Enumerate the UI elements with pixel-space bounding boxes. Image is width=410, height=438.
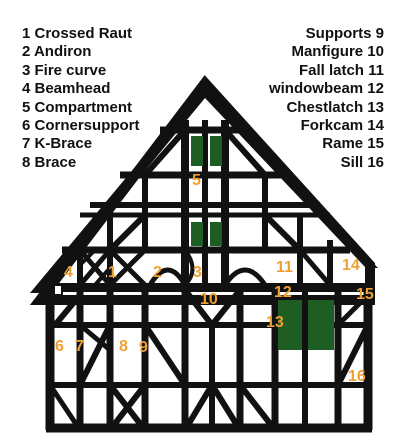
legend-item: 8 Brace — [22, 153, 77, 171]
marker-11: 11 — [276, 259, 293, 276]
legend-item: Manfigure 10 — [291, 43, 384, 61]
marker-12: 12 — [274, 284, 292, 301]
ground-floor-windows — [278, 300, 334, 350]
marker-5: 5 — [192, 172, 201, 189]
legend-item: Forkcam 14 — [300, 117, 384, 135]
beamhead — [53, 284, 63, 296]
legend-item: Sill 16 — [340, 153, 384, 171]
marker-1: 1 — [108, 264, 117, 281]
legend-item: Supports 9 — [305, 25, 384, 42]
legend-item: Fall latch 11 — [298, 61, 384, 79]
gable-windows — [191, 136, 222, 246]
marker-7: 7 — [75, 338, 84, 355]
legend-item: 6 Cornersupport — [22, 117, 140, 135]
legend-item: Chestlatch 13 — [286, 98, 384, 116]
legend-item: 3 Fire curve — [22, 61, 107, 79]
marker-3: 3 — [193, 264, 202, 281]
marker-2: 2 — [153, 264, 162, 281]
marker-13: 13 — [266, 314, 284, 331]
marker-15: 15 — [356, 286, 374, 303]
marker-8: 8 — [119, 338, 128, 355]
marker-14: 14 — [342, 257, 360, 274]
marker-4: 4 — [64, 264, 73, 281]
legend-item: 1 Crossed Raut — [22, 25, 133, 42]
marker-6: 6 — [55, 338, 64, 355]
marker-10: 10 — [200, 291, 218, 308]
marker-16: 16 — [348, 368, 366, 385]
legend-item: windowbeam 12 — [268, 80, 384, 98]
legend-item: 4 Beamhead — [22, 80, 111, 98]
legend-item: 2 Andiron — [22, 43, 92, 61]
legend-item: 5 Compartment — [22, 98, 133, 116]
legend-item: 7 K-Brace — [22, 135, 93, 153]
marker-9: 9 — [139, 339, 148, 356]
legend-item: Rame 15 — [322, 135, 384, 153]
gable-framing — [62, 120, 350, 287]
